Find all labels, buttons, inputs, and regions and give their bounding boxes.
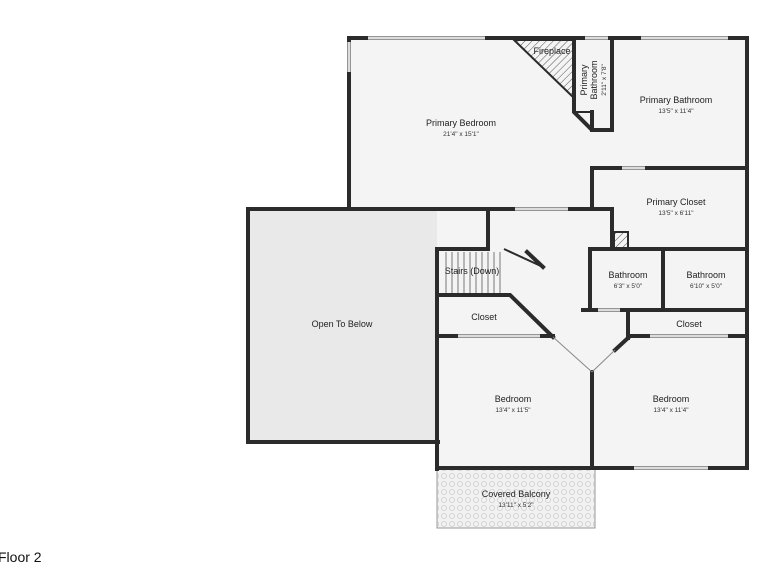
closet-right-label: Closet [676,319,702,329]
fireplace-label: Fireplace [533,46,570,56]
primary-bedroom-label: Primary Bedroom [426,118,496,128]
primary-closet-dims: 13'5" x 6'11" [658,210,694,217]
closet-left-label: Closet [471,312,497,322]
open-to-below-area [248,209,437,442]
primary-bathroom-label: Primary Bathroom [640,95,713,105]
stairs-treads [445,252,501,295]
primary-bathroom-small-dims: 2'11" x 7'8" [601,64,608,96]
bathroom-2-label: Bathroom [686,270,725,280]
floor-label: Floor 2 [0,549,42,565]
windows [347,36,728,470]
bedroom-right-label: Bedroom [653,394,690,404]
bathroom-1-label: Bathroom [608,270,647,280]
primary-closet-label: Primary Closet [646,197,706,207]
bathroom-1-dims: 6'3" x 5'0" [614,283,643,290]
stairs-label: Stairs (Down) [445,266,500,276]
bedroom-left-label: Bedroom [495,394,532,404]
primary-bathroom-small-label-2: Bathroom [589,60,599,99]
bedroom-right-dims: 13'4" x 11'4" [653,407,689,414]
bedroom-left-dims: 13'4" x 11'5" [495,407,531,414]
primary-bathroom-dims: 13'5" x 11'4" [658,108,694,115]
door-swings [552,336,616,373]
covered-balcony-area [436,468,596,529]
shaft-hatch [613,231,629,249]
bathroom-2-dims: 6'10" x 5'0" [690,283,723,290]
covered-balcony-label: Covered Balcony [482,489,551,499]
open-to-below-label: Open To Below [312,319,373,329]
primary-bathroom-small-label-1: Primary [579,64,589,95]
covered-balcony-dims: 13'11" x 5'2" [498,502,534,509]
primary-bedroom-dims: 21'4" x 15'1" [443,131,479,138]
